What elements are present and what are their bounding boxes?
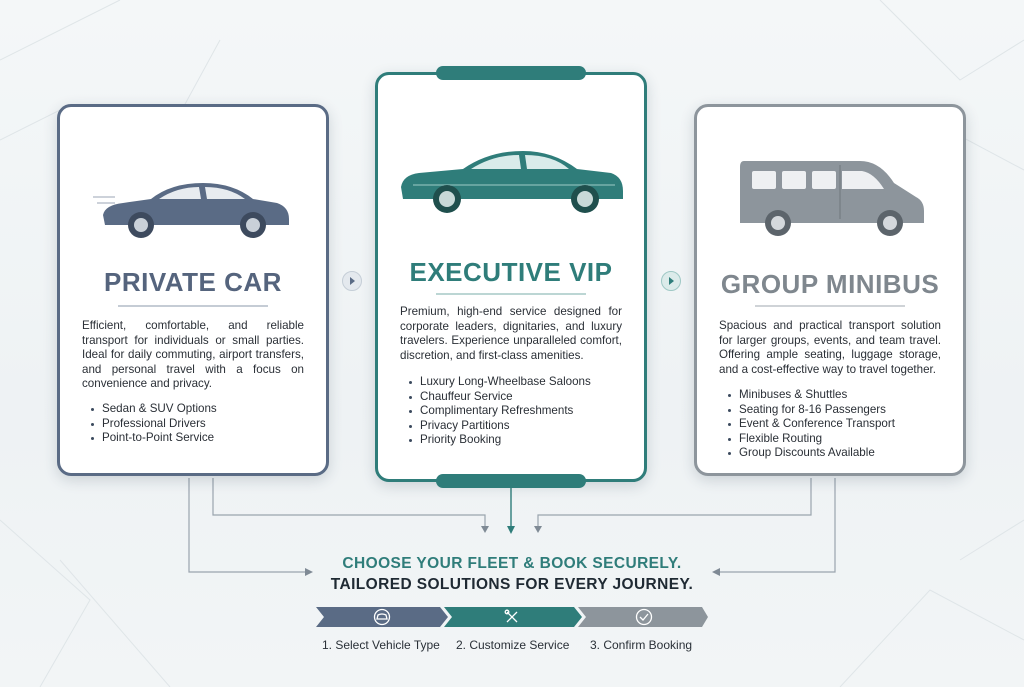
title-divider	[755, 305, 905, 307]
title-divider	[436, 293, 586, 295]
card-description: Premium, high-end service designed for c…	[400, 305, 622, 362]
sedan-icon	[60, 177, 326, 239]
step-label-2: 2. Customize Service	[456, 638, 570, 652]
card-group-minibus[interactable]: GROUP MINIBUS Spacious and practical tra…	[694, 104, 966, 476]
feature-item: Flexible Routing	[727, 432, 947, 447]
card-title: GROUP MINIBUS	[720, 269, 940, 299]
step-3-segment	[578, 607, 708, 627]
card-description: Efficient, comfortable, and reliable tra…	[82, 319, 304, 390]
card-private-car[interactable]: PRIVATE CAR Efficient, comfortable, and …	[57, 104, 329, 476]
feature-item: Privacy Partitions	[408, 419, 628, 434]
feature-item: Minibuses & Shuttles	[727, 388, 947, 403]
feature-list: Sedan & SUV Options Professional Drivers…	[90, 402, 310, 446]
cta-subheadline: TAILORED SOLUTIONS FOR EVERY JOURNEY.	[330, 576, 694, 593]
card-bottom-tab	[436, 474, 586, 488]
feature-item: Sedan & SUV Options	[90, 402, 310, 417]
next-arrow-icon	[661, 271, 681, 291]
feature-item: Professional Drivers	[90, 417, 310, 432]
minibus-icon	[697, 153, 963, 239]
step-label-1: 1. Select Vehicle Type	[322, 638, 440, 652]
car-icon	[373, 608, 391, 626]
feature-item: Group Discounts Available	[727, 446, 947, 461]
step-2-segment	[444, 607, 582, 627]
step-label-3: 3. Confirm Booking	[590, 638, 693, 652]
feature-item: Seating for 8-16 Passengers	[727, 403, 947, 418]
card-description: Spacious and practical transport solutio…	[719, 319, 941, 376]
card-title: PRIVATE CAR	[104, 267, 282, 297]
card-top-tab	[436, 66, 586, 80]
card-title: EXECUTIVE VIP	[409, 257, 613, 287]
limousine-icon	[378, 141, 644, 217]
steps-progress-bar	[316, 607, 708, 627]
check-badge-icon	[635, 608, 653, 626]
feature-item: Point-to-Point Service	[90, 431, 310, 446]
feature-list: Minibuses & Shuttles Seating for 8-16 Pa…	[727, 388, 947, 461]
feature-item: Priority Booking	[408, 433, 628, 448]
next-arrow-icon	[342, 271, 362, 291]
feature-item: Luxury Long-Wheelbase Saloons	[408, 375, 628, 390]
feature-item: Chauffeur Service	[408, 390, 628, 405]
title-divider	[118, 305, 268, 307]
feature-item: Complimentary Refreshments	[408, 404, 628, 419]
cta-headline: CHOOSE YOUR FLEET & BOOK SECURELY.	[342, 555, 682, 572]
feature-item: Event & Conference Transport	[727, 417, 947, 432]
step-1-segment	[316, 607, 448, 627]
feature-list: Luxury Long-Wheelbase Saloons Chauffeur …	[408, 375, 628, 448]
tools-icon	[504, 609, 518, 623]
card-executive-vip[interactable]: EXECUTIVE VIP Premium, high-end service …	[375, 66, 647, 488]
